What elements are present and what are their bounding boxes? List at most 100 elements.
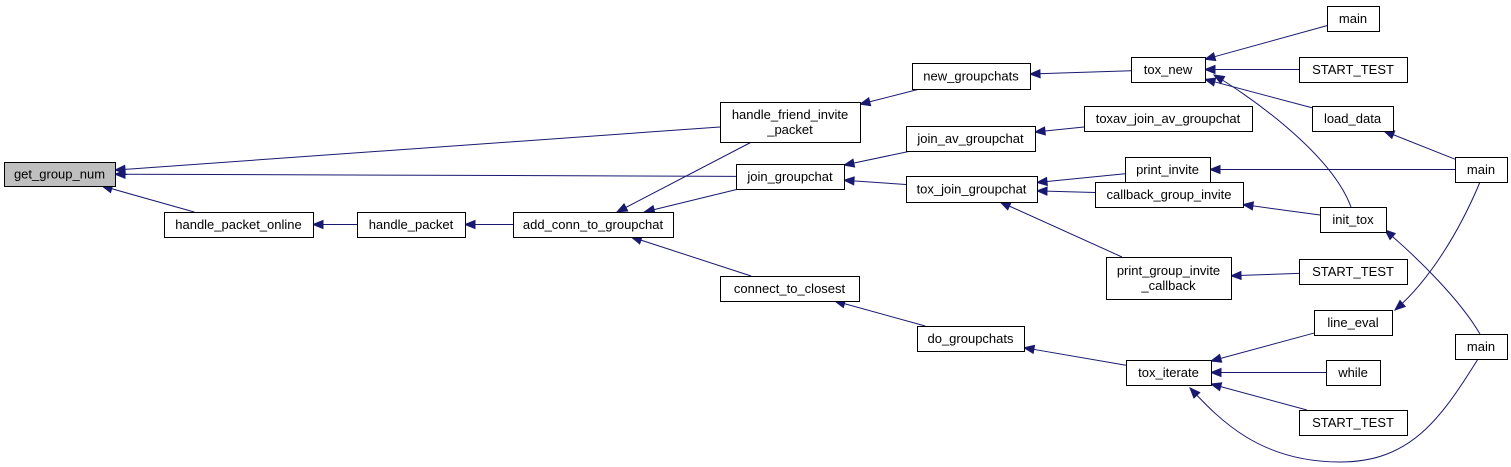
node-label: line_eval: [1327, 315, 1378, 330]
node-box[interactable]: [720, 102, 861, 143]
edge-arrowhead: [1033, 126, 1046, 136]
node-box[interactable]: [906, 126, 1036, 152]
node-print-group-invite-callback[interactable]: print_group_invite_callback: [1106, 257, 1232, 300]
node-box[interactable]: [906, 176, 1038, 203]
edge-do_groupchats-to-connect_to_closest: [833, 299, 926, 327]
node-box[interactable]: [1126, 360, 1212, 386]
node-label: load_data: [1324, 111, 1382, 126]
node-start-test-2[interactable]: START_TEST: [1299, 259, 1408, 285]
node-box[interactable]: [1312, 106, 1394, 132]
node-box[interactable]: [1455, 334, 1508, 360]
edge-tox_join_groupchat-to-join_groupchat: [842, 176, 907, 186]
edge-arrowhead: [999, 201, 1012, 211]
edge-line: [114, 173, 737, 177]
node-handle-friend-invite-packet[interactable]: handle_friend_invite_packet: [720, 102, 861, 143]
edge-toxav_join_av_groupchat-to-join_av_groupchat: [1033, 126, 1085, 136]
node-tox-new[interactable]: tox_new: [1131, 57, 1206, 83]
node-box[interactable]: [917, 326, 1025, 352]
node-box[interactable]: [1131, 57, 1206, 83]
node-box[interactable]: [1299, 57, 1408, 83]
node-add-conn-to-groupchat[interactable]: add_conn_to_groupchat: [513, 212, 674, 238]
node-box[interactable]: [4, 162, 116, 187]
node-label: connect_to_closest: [734, 281, 846, 296]
edge-line: [1383, 130, 1456, 160]
node-handle-packet[interactable]: handle_packet: [357, 212, 466, 238]
edge-line_eval-to-tox_iterate: [1209, 332, 1315, 363]
node-main-1[interactable]: main: [1327, 6, 1380, 32]
node-line-eval[interactable]: line_eval: [1314, 310, 1393, 336]
node-print-invite[interactable]: print_invite: [1125, 157, 1211, 183]
edge-arrowhead: [1383, 229, 1397, 241]
node-box[interactable]: [912, 63, 1031, 90]
edge-main_1-to-tox_new: [1203, 25, 1328, 62]
node-main-2[interactable]: main: [1455, 157, 1508, 183]
node-connect-to-closest[interactable]: connect_to_closest: [720, 276, 860, 302]
node-main-3[interactable]: main: [1455, 334, 1508, 360]
node-label: tox_join_groupchat: [917, 182, 1027, 197]
node-label: tox_iterate: [1138, 365, 1199, 380]
node-box[interactable]: [1455, 157, 1508, 183]
node-box[interactable]: [1125, 157, 1211, 183]
nodes-layer: get_group_num handle_packet_online handle_…: [4, 6, 1508, 436]
node-box[interactable]: [357, 212, 466, 238]
edge-init_tox-to-callback_group_invite: [1241, 201, 1321, 216]
node-join-av-groupchat[interactable]: join_av_groupchat: [906, 126, 1036, 152]
edge-line: [1000, 201, 1123, 258]
node-start-test-3[interactable]: START_TEST: [1299, 410, 1408, 436]
node-init-tox[interactable]: init_tox: [1320, 207, 1387, 233]
edge-arrowhead: [615, 202, 629, 213]
node-box[interactable]: [164, 212, 314, 238]
node-start-test-1[interactable]: START_TEST: [1299, 57, 1408, 83]
edge-arrowhead: [1209, 353, 1223, 363]
node-box[interactable]: [736, 164, 845, 190]
node-box[interactable]: [1314, 310, 1393, 336]
edge-arrowhead: [842, 176, 855, 186]
node-toxav-join-av-groupchat[interactable]: toxav_join_av_groupchat: [1084, 106, 1253, 132]
edge-load_data-to-tox_new: [1203, 77, 1313, 109]
edge-start_test_3-to-tox_iterate: [1209, 382, 1308, 411]
node-box[interactable]: [1320, 207, 1387, 233]
edge-connect_to_closest-to-add_conn_to_groupchat: [630, 235, 752, 277]
edge-arrowhead: [113, 169, 126, 179]
node-label: main: [1467, 162, 1495, 177]
node-tox-join-groupchat[interactable]: tox_join_groupchat: [906, 176, 1038, 203]
node-box[interactable]: [1299, 410, 1408, 436]
node-label: join_groupchat: [746, 169, 833, 184]
node-box[interactable]: [1299, 259, 1408, 285]
edge-line: [101, 185, 195, 213]
node-join-groupchat[interactable]: join_groupchat: [736, 164, 845, 190]
node-get-group-num[interactable]: get_group_num: [4, 162, 116, 187]
edge-line: [1204, 25, 1328, 60]
edge-line: [1023, 347, 1127, 366]
node-label: init_tox: [1332, 212, 1374, 227]
node-box[interactable]: [1326, 360, 1381, 386]
node-handle-packet-online[interactable]: handle_packet_online: [164, 212, 314, 238]
node-label: main: [1339, 11, 1367, 26]
node-callback-group-invite[interactable]: callback_group_invite: [1095, 182, 1244, 208]
node-label: get_group_num: [14, 167, 105, 182]
edge-arrowhead: [1382, 130, 1396, 140]
node-label: START_TEST: [1312, 62, 1394, 77]
node-box[interactable]: [1084, 106, 1253, 132]
edge-arrowhead: [842, 158, 856, 168]
edge-arrowhead: [1022, 344, 1036, 355]
node-label: while: [1337, 365, 1368, 380]
edge-main_3-to-init_tox: [1383, 229, 1481, 335]
edge-start_test_2-to-print_group_invite_callback: [1229, 270, 1300, 281]
edge-arrowhead: [1035, 186, 1048, 196]
node-box[interactable]: [720, 276, 860, 302]
node-new-groupchats[interactable]: new_groupchats: [912, 63, 1031, 90]
edge-callback_group_invite-to-tox_join_groupchat: [1035, 186, 1096, 196]
node-while[interactable]: while: [1326, 360, 1381, 386]
node-label: do_groupchats: [927, 331, 1014, 346]
node-box[interactable]: [1106, 257, 1232, 300]
node-load-data[interactable]: load_data: [1312, 106, 1394, 132]
edge-line: [631, 236, 752, 277]
node-label: handle_packet_online: [175, 217, 302, 232]
node-do-groupchats[interactable]: do_groupchats: [917, 326, 1025, 352]
node-box[interactable]: [1095, 182, 1244, 208]
node-box[interactable]: [513, 212, 674, 238]
node-box[interactable]: [1327, 6, 1380, 32]
node-tox-iterate[interactable]: tox_iterate: [1126, 360, 1212, 386]
